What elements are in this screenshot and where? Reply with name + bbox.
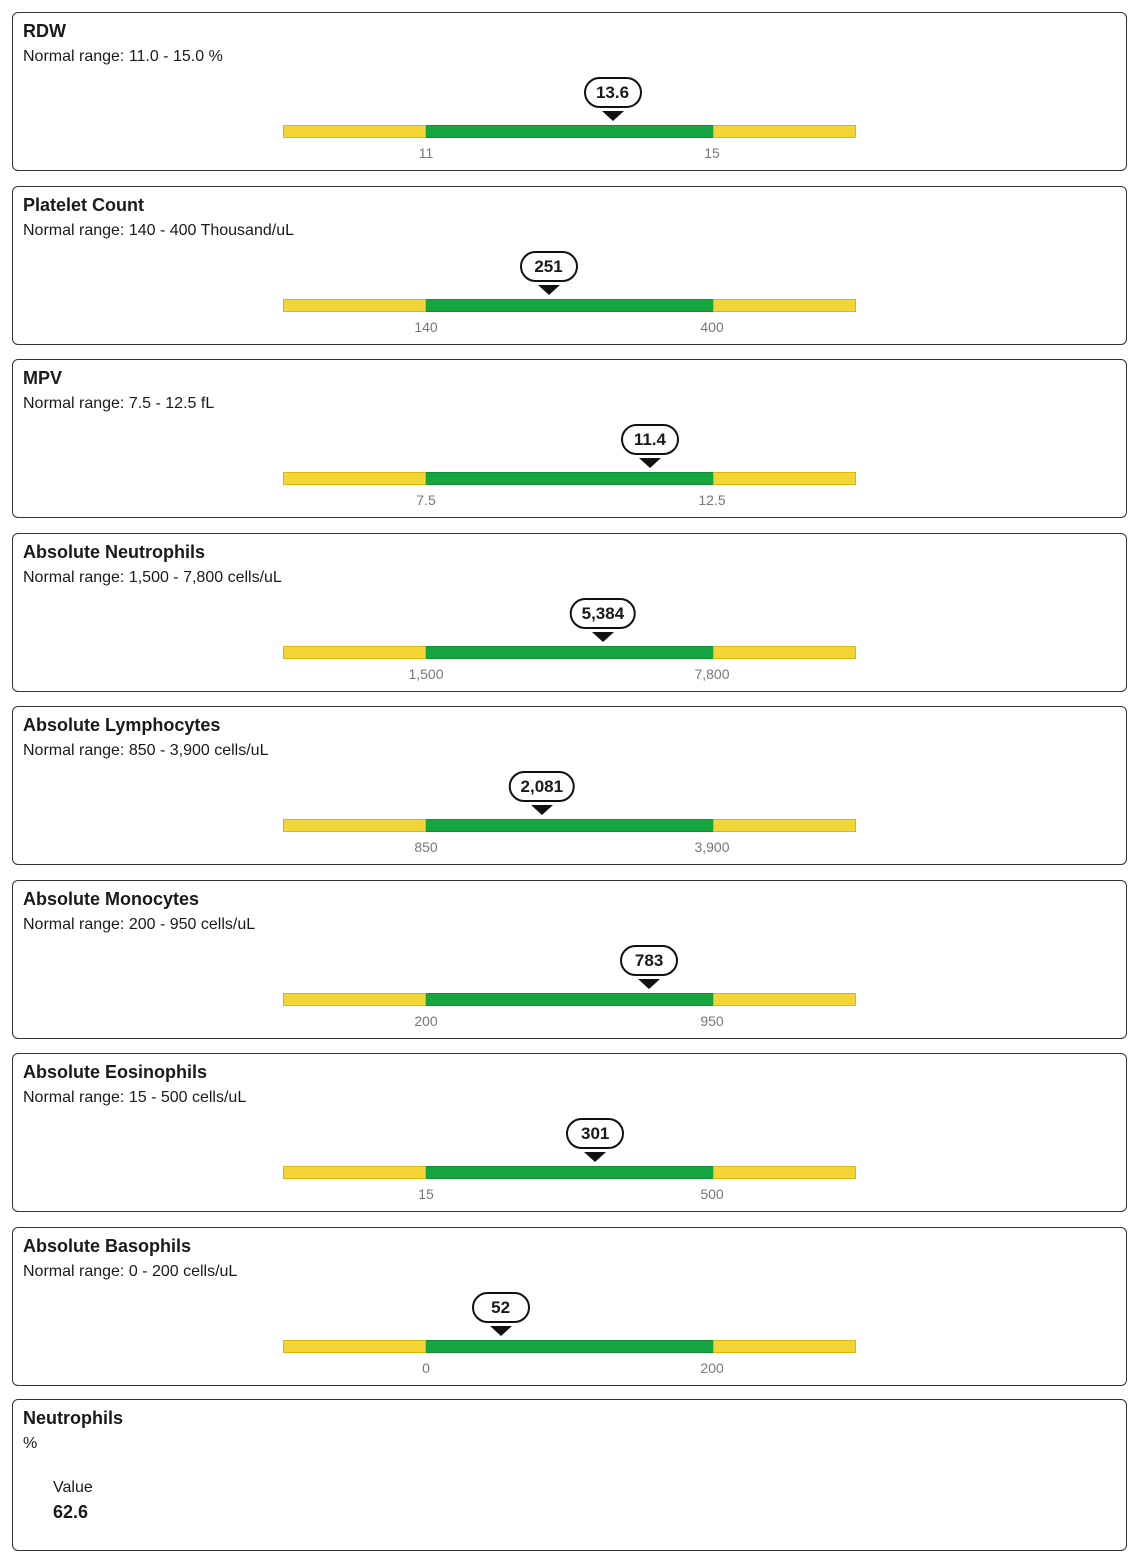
- value-bubble: 52: [471, 1292, 530, 1323]
- range-low-tick: 140: [414, 319, 438, 335]
- below-range-segment: [283, 125, 426, 138]
- value-bubble: 251: [519, 251, 578, 282]
- normal-range-segment: [426, 299, 713, 312]
- value-caption: Value: [53, 1479, 93, 1496]
- below-range-segment: [283, 1166, 426, 1179]
- marker-pointer-icon: [530, 805, 553, 815]
- value-bubble: 11.4: [620, 424, 679, 455]
- range-low-tick: 0: [422, 1360, 430, 1376]
- normal-range-segment: [426, 1166, 713, 1179]
- range-bar: [283, 1340, 856, 1353]
- normal-range-text: Normal range: 0 - 200 cells/uL: [23, 1263, 238, 1280]
- range-low-tick: 850: [414, 839, 438, 855]
- card-title: Neutrophils: [23, 1408, 124, 1428]
- range-high-tick: 3,900: [694, 839, 730, 855]
- range-high-tick: 12.5: [698, 492, 726, 508]
- range-bar: [283, 819, 856, 832]
- range-high-tick: 7,800: [694, 666, 730, 682]
- card-title: Platelet Count: [23, 195, 145, 215]
- above-range-segment: [713, 1340, 856, 1353]
- marker-pointer-icon: [601, 111, 624, 121]
- normal-range-segment: [426, 993, 713, 1006]
- normal-range-segment: [426, 1340, 713, 1353]
- range-low-tick: 7.5: [416, 492, 436, 508]
- card-title: Absolute Eosinophils: [23, 1062, 208, 1082]
- value-bubble: 13.6: [583, 77, 642, 108]
- above-range-segment: [713, 646, 856, 659]
- normal-range-segment: [426, 472, 713, 485]
- above-range-segment: [713, 125, 856, 138]
- range-high-tick: 200: [700, 1360, 724, 1376]
- normal-range-text: Normal range: 15 - 500 cells/uL: [23, 1089, 247, 1106]
- range-high-tick: 15: [704, 145, 720, 161]
- value-number: 62.6: [53, 1502, 89, 1522]
- marker-pointer-icon: [537, 285, 560, 295]
- below-range-segment: [283, 993, 426, 1006]
- range-bar: [283, 646, 856, 659]
- value-bubble: 2,081: [508, 771, 576, 802]
- test-card: MPV Normal range: 7.5 - 12.5 fL 7.5 12.5 11.…: [12, 359, 1127, 518]
- above-range-segment: [713, 472, 856, 485]
- normal-range-text: Normal range: 850 - 3,900 cells/uL: [23, 742, 269, 759]
- card-title: Absolute Neutrophils: [23, 542, 206, 562]
- normal-range-text: Normal range: 1,500 - 7,800 cells/uL: [23, 569, 282, 586]
- marker-pointer-icon: [489, 1326, 512, 1336]
- below-range-segment: [283, 819, 426, 832]
- above-range-segment: [713, 1166, 856, 1179]
- range-bar: [283, 299, 856, 312]
- value-bubble: 5,384: [569, 598, 637, 629]
- below-range-segment: [283, 1340, 426, 1353]
- range-low-tick: 15: [418, 1186, 434, 1202]
- marker-pointer-icon: [638, 979, 661, 989]
- range-high-tick: 400: [700, 319, 724, 335]
- neutrophils-card: Neutrophils % Value 62.6: [12, 1399, 1127, 1551]
- range-high-tick: 950: [700, 1013, 724, 1029]
- normal-range-segment: [426, 819, 713, 832]
- card-title: Absolute Lymphocytes: [23, 715, 221, 735]
- normal-range-segment: [426, 646, 713, 659]
- card-title: RDW: [23, 21, 66, 41]
- card-title: MPV: [23, 368, 63, 388]
- normal-range-text: Normal range: 11.0 - 15.0 %: [23, 48, 223, 65]
- range-bar: [283, 993, 856, 1006]
- above-range-segment: [713, 819, 856, 832]
- range-bar: [283, 125, 856, 138]
- below-range-segment: [283, 299, 426, 312]
- normal-range-text: Normal range: 140 - 400 Thousand/uL: [23, 222, 294, 239]
- card-title: Absolute Monocytes: [23, 889, 200, 909]
- above-range-segment: [713, 993, 856, 1006]
- value-bubble: 783: [620, 945, 679, 976]
- below-range-segment: [283, 646, 426, 659]
- marker-pointer-icon: [638, 458, 661, 468]
- range-bar: [283, 472, 856, 485]
- range-bar: [283, 1166, 856, 1179]
- test-card: RDW Normal range: 11.0 - 15.0 % 11 15 13.6: [12, 12, 1127, 171]
- card-title: Absolute Basophils: [23, 1236, 192, 1256]
- normal-range-segment: [426, 125, 713, 138]
- above-range-segment: [713, 299, 856, 312]
- range-high-tick: 500: [700, 1186, 724, 1202]
- normal-range-text: Normal range: 7.5 - 12.5 fL: [23, 395, 215, 412]
- marker-pointer-icon: [584, 1152, 607, 1162]
- range-low-tick: 200: [414, 1013, 438, 1029]
- value-bubble: 301: [566, 1118, 625, 1149]
- marker-pointer-icon: [591, 632, 614, 642]
- card-unit: %: [23, 1435, 38, 1452]
- below-range-segment: [283, 472, 426, 485]
- range-low-tick: 11: [418, 145, 434, 161]
- range-low-tick: 1,500: [408, 666, 444, 682]
- normal-range-text: Normal range: 200 - 950 cells/uL: [23, 916, 256, 933]
